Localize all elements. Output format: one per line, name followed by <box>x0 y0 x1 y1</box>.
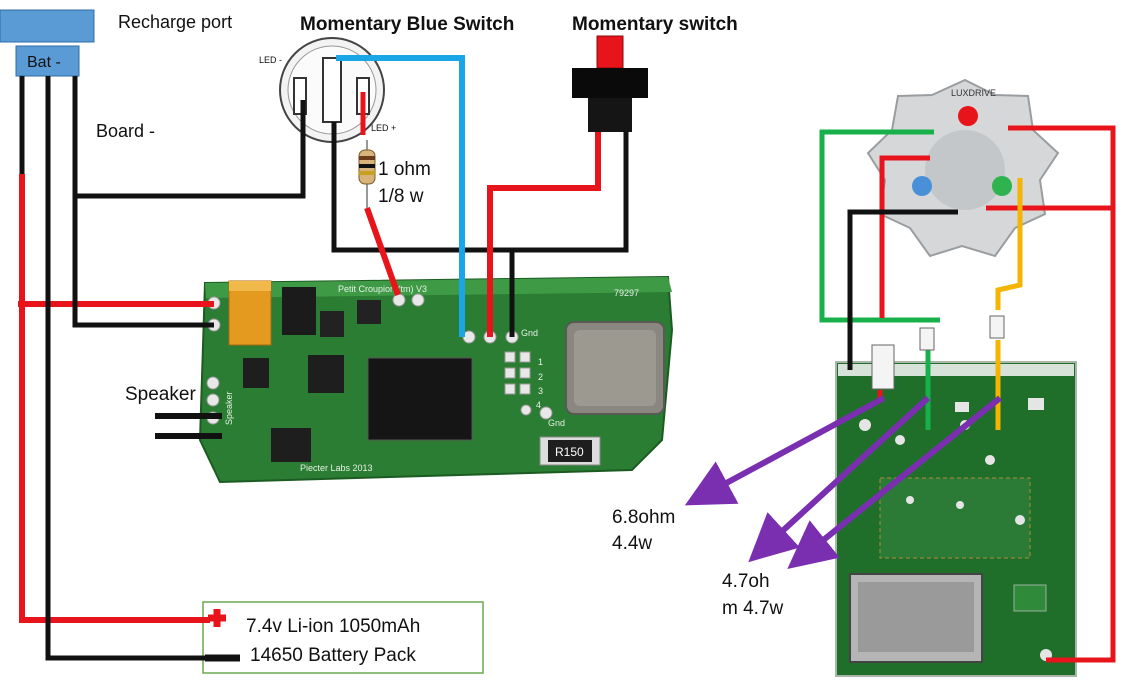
microcontroller-chip <box>367 357 473 441</box>
battery-type-label: 14650 Battery Pack <box>250 645 416 666</box>
pin4-silk: 4 <box>536 400 541 410</box>
battery-spec-label: 7.4v Li-ion 1050mAh <box>246 616 420 637</box>
recharge-port-box <box>0 9 95 43</box>
momentary-push-switch <box>572 35 648 132</box>
resistor-arrows <box>684 395 1002 570</box>
battery-pack-box <box>202 601 484 674</box>
pin3-silk: 3 <box>538 386 543 396</box>
resistor-power-label: 1/8 w <box>378 186 424 207</box>
board-minus-label: Board - <box>96 121 155 141</box>
right-wires <box>819 125 1116 663</box>
led-star-silk: LUXDRIVE <box>951 88 996 98</box>
gnd-silk-top: Gnd <box>521 328 538 338</box>
speaker-silk: Speaker <box>224 391 234 425</box>
r150-mark: R150 <box>555 445 584 459</box>
res47-power-label: m 4.7w <box>722 598 784 619</box>
pin2-silk: 2 <box>538 372 543 382</box>
led-green <box>992 176 1012 196</box>
board-title-silk: Petit Croupion (tm) V3 <box>338 284 427 294</box>
pin1-silk: 1 <box>538 357 543 367</box>
bat-minus-box <box>15 45 80 77</box>
led-star-board: LUXDRIVE <box>866 78 1060 258</box>
resistor-value-label: 1 ohm <box>378 159 431 180</box>
board-code-silk: 79297 <box>614 288 639 298</box>
res68-value-label: 6.8ohm <box>612 507 675 528</box>
left-wires <box>18 55 629 661</box>
led-red <box>958 106 978 126</box>
right-resistors <box>871 315 1005 390</box>
res68-power-label: 4.4w <box>612 533 652 554</box>
secondary-board <box>835 361 1077 677</box>
momentary-switch-label: Momentary switch <box>572 14 738 35</box>
speaker-label: Speaker <box>125 384 196 405</box>
recharge-port-label: Recharge port <box>118 12 232 32</box>
led-blue <box>912 176 932 196</box>
res47-value-label: 4.7oh <box>722 571 770 592</box>
led-plus-label: LED + <box>371 123 396 133</box>
resistor-1ohm <box>358 140 376 208</box>
momentary-blue-switch-label: Momentary Blue Switch <box>300 14 514 35</box>
main-driver-board: R150 Petit Croupion (tm) V3 Piecter Labs… <box>198 275 674 484</box>
led-minus-label: LED - <box>259 55 282 65</box>
battery-plus-icon <box>208 609 226 627</box>
bat-minus-label: Bat - <box>27 54 61 71</box>
gnd-silk-bottom: Gnd <box>548 418 565 428</box>
board-maker-silk: Piecter Labs 2013 <box>300 463 373 473</box>
momentary-blue-switch <box>279 37 385 143</box>
